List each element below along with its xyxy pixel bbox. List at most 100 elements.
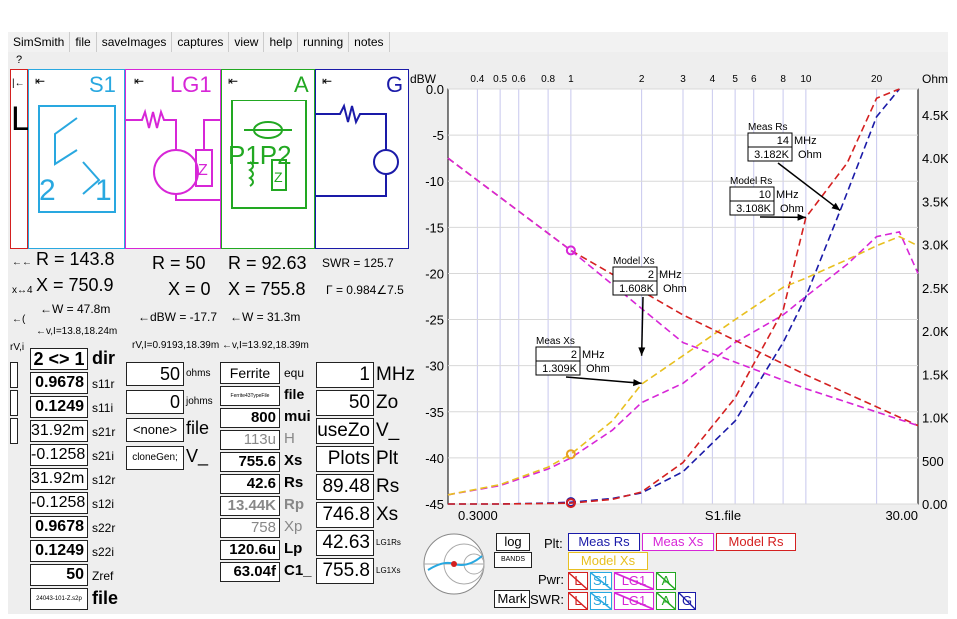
s1-panel[interactable]: ⇤ S1 2 1 bbox=[28, 69, 125, 249]
y-right-tick-label: 4.5K bbox=[922, 108, 948, 123]
menu-view[interactable]: view bbox=[229, 32, 265, 52]
toggle-button[interactable]: Meas Xs bbox=[642, 533, 714, 551]
bands-button[interactable]: BANDS bbox=[494, 552, 532, 568]
toggle-button[interactable]: L bbox=[568, 572, 588, 590]
toggle-button[interactable]: L bbox=[568, 592, 588, 610]
s1-param-value[interactable]: 0.9678 bbox=[30, 516, 88, 538]
s1-param-value[interactable]: 0.1249 bbox=[30, 396, 88, 418]
a-param-value[interactable]: 13.44K bbox=[220, 496, 280, 516]
s1-file-label: file bbox=[92, 588, 119, 608]
s1-param-value[interactable]: -0.1258 bbox=[30, 444, 88, 466]
s1-param-value[interactable]: 0.1249 bbox=[30, 540, 88, 562]
menu-running[interactable]: running bbox=[298, 32, 350, 52]
side-check-1[interactable] bbox=[10, 362, 18, 388]
a-param-value[interactable]: 113u bbox=[220, 430, 280, 450]
smith-chart-icon[interactable] bbox=[414, 530, 494, 610]
a-equ-value[interactable]: Ferrite bbox=[220, 362, 280, 384]
y-left-tick-label: -30 bbox=[425, 359, 444, 374]
s1-param-label: s12r bbox=[92, 473, 116, 487]
log-button[interactable]: log bbox=[496, 533, 530, 551]
a-param-value[interactable]: 758 bbox=[220, 518, 280, 538]
a-param-value[interactable]: 800 bbox=[220, 408, 280, 428]
help-question[interactable]: ? bbox=[16, 54, 23, 66]
a-file-value[interactable]: Ferrite43TypeFile bbox=[220, 386, 280, 406]
menu-saveimages[interactable]: saveImages bbox=[97, 32, 173, 52]
a-param-label: C1_ bbox=[284, 562, 312, 579]
toggle-button[interactable]: A bbox=[656, 572, 676, 590]
menu-simsmith[interactable]: SimSmith bbox=[8, 32, 71, 52]
s1-dir-label: dir bbox=[92, 348, 116, 368]
g-panel[interactable]: ⇤ G bbox=[315, 69, 409, 249]
lg1-ohms-value[interactable]: 50 bbox=[126, 362, 184, 386]
lg1-panel[interactable]: ⇤ LG1 Z bbox=[125, 69, 222, 249]
s1-file-value[interactable]: 24043-101-Z.s2p bbox=[30, 588, 88, 610]
s1-param-value[interactable]: -0.1258 bbox=[30, 492, 88, 514]
s1-param-label: s21i bbox=[92, 449, 115, 463]
lg1-ohms-label: ohms bbox=[186, 368, 211, 379]
lg1-clone-value[interactable]: cloneGen; bbox=[126, 446, 184, 470]
side-label-c: ←( bbox=[12, 314, 26, 325]
g-param-value[interactable]: useZo bbox=[316, 418, 374, 444]
x-top-tick-label: 8 bbox=[780, 74, 786, 85]
lg1-z: Z bbox=[198, 162, 208, 179]
annotation-title: Meas Xs bbox=[536, 336, 575, 347]
menu-help[interactable]: help bbox=[264, 32, 299, 52]
toggle-button[interactable]: LG1 bbox=[614, 592, 654, 610]
s1-param-label: s21r bbox=[92, 425, 116, 439]
mark-button[interactable]: Mark bbox=[494, 590, 530, 608]
load-generator-icon: Z bbox=[126, 108, 222, 201]
load-panel[interactable]: |← L bbox=[10, 69, 30, 249]
marker-point[interactable] bbox=[565, 245, 576, 256]
marker-point[interactable] bbox=[565, 498, 576, 509]
toggle-button[interactable]: Model Xs bbox=[568, 552, 648, 570]
annotation-title: Model Rs bbox=[730, 176, 772, 187]
s1-param-label: Zref bbox=[92, 569, 114, 583]
a-w: ←W = 31.3m bbox=[230, 310, 301, 324]
a-param-value[interactable]: 63.04f bbox=[220, 562, 280, 582]
a-param-value[interactable]: 120.6u bbox=[220, 540, 280, 560]
x-top-tick-label: 10 bbox=[800, 74, 812, 85]
s1-param-value[interactable]: 31.92m bbox=[30, 420, 88, 442]
g-param-value[interactable]: Plots bbox=[316, 446, 374, 472]
a-param-label: Xp bbox=[284, 518, 303, 535]
marker-point[interactable] bbox=[565, 449, 576, 460]
toggle-button[interactable]: Model Rs bbox=[716, 533, 796, 551]
toggle-button[interactable]: S1 bbox=[590, 572, 612, 590]
load-w: ←W = 47.8m bbox=[40, 302, 111, 316]
load-r: R = 143.8 bbox=[36, 249, 115, 269]
menu-captures[interactable]: captures bbox=[172, 32, 230, 52]
lg1-johms-value[interactable]: 0 bbox=[126, 390, 184, 414]
a-param-value[interactable]: 755.6 bbox=[220, 452, 280, 472]
toggle-button[interactable]: S1 bbox=[590, 592, 612, 610]
g-param-value[interactable]: 746.8 bbox=[316, 502, 374, 528]
y-left-tick-label: -5 bbox=[432, 128, 444, 143]
g-param-value[interactable]: 50 bbox=[316, 390, 374, 416]
g-param-value[interactable]: 1 bbox=[316, 362, 374, 388]
a-param-value[interactable]: 42.6 bbox=[220, 474, 280, 494]
lg1-x: X = 0 bbox=[168, 279, 211, 299]
side-label-a: ←← bbox=[12, 257, 32, 268]
s1-param-value[interactable]: 0.9678 bbox=[30, 372, 88, 394]
g-param-value[interactable]: 89.48 bbox=[316, 474, 374, 500]
g-param-value[interactable]: 755.8 bbox=[316, 558, 374, 584]
s1-param-value[interactable]: 31.92m bbox=[30, 468, 88, 490]
g-param-value[interactable]: 42.63 bbox=[316, 530, 374, 556]
side-check-2[interactable] bbox=[10, 390, 18, 416]
toggle-button[interactable]: LG1 bbox=[614, 572, 654, 590]
menu-file[interactable]: file bbox=[70, 32, 97, 52]
s1-param-value[interactable]: 50 bbox=[30, 564, 88, 586]
toggle-button[interactable]: Meas Rs bbox=[568, 533, 640, 551]
annotation-freq-unit: MHz bbox=[659, 269, 682, 281]
lg1-r: R = 50 bbox=[152, 253, 206, 273]
s1-dir-value[interactable]: 2 <> 1 bbox=[30, 348, 88, 370]
lg1-none-value[interactable]: <none> bbox=[126, 418, 184, 442]
a-param-label: Rp bbox=[284, 496, 304, 513]
a-panel[interactable]: ⇤ A Z P1P2 bbox=[221, 69, 315, 249]
toggle-button[interactable]: G bbox=[678, 592, 696, 610]
menu-notes[interactable]: notes bbox=[349, 32, 390, 52]
lg1-none-label: file bbox=[186, 418, 210, 438]
toggle-button[interactable]: A bbox=[656, 592, 676, 610]
annotation-arrow bbox=[640, 296, 644, 356]
side-check-3[interactable] bbox=[10, 418, 18, 444]
